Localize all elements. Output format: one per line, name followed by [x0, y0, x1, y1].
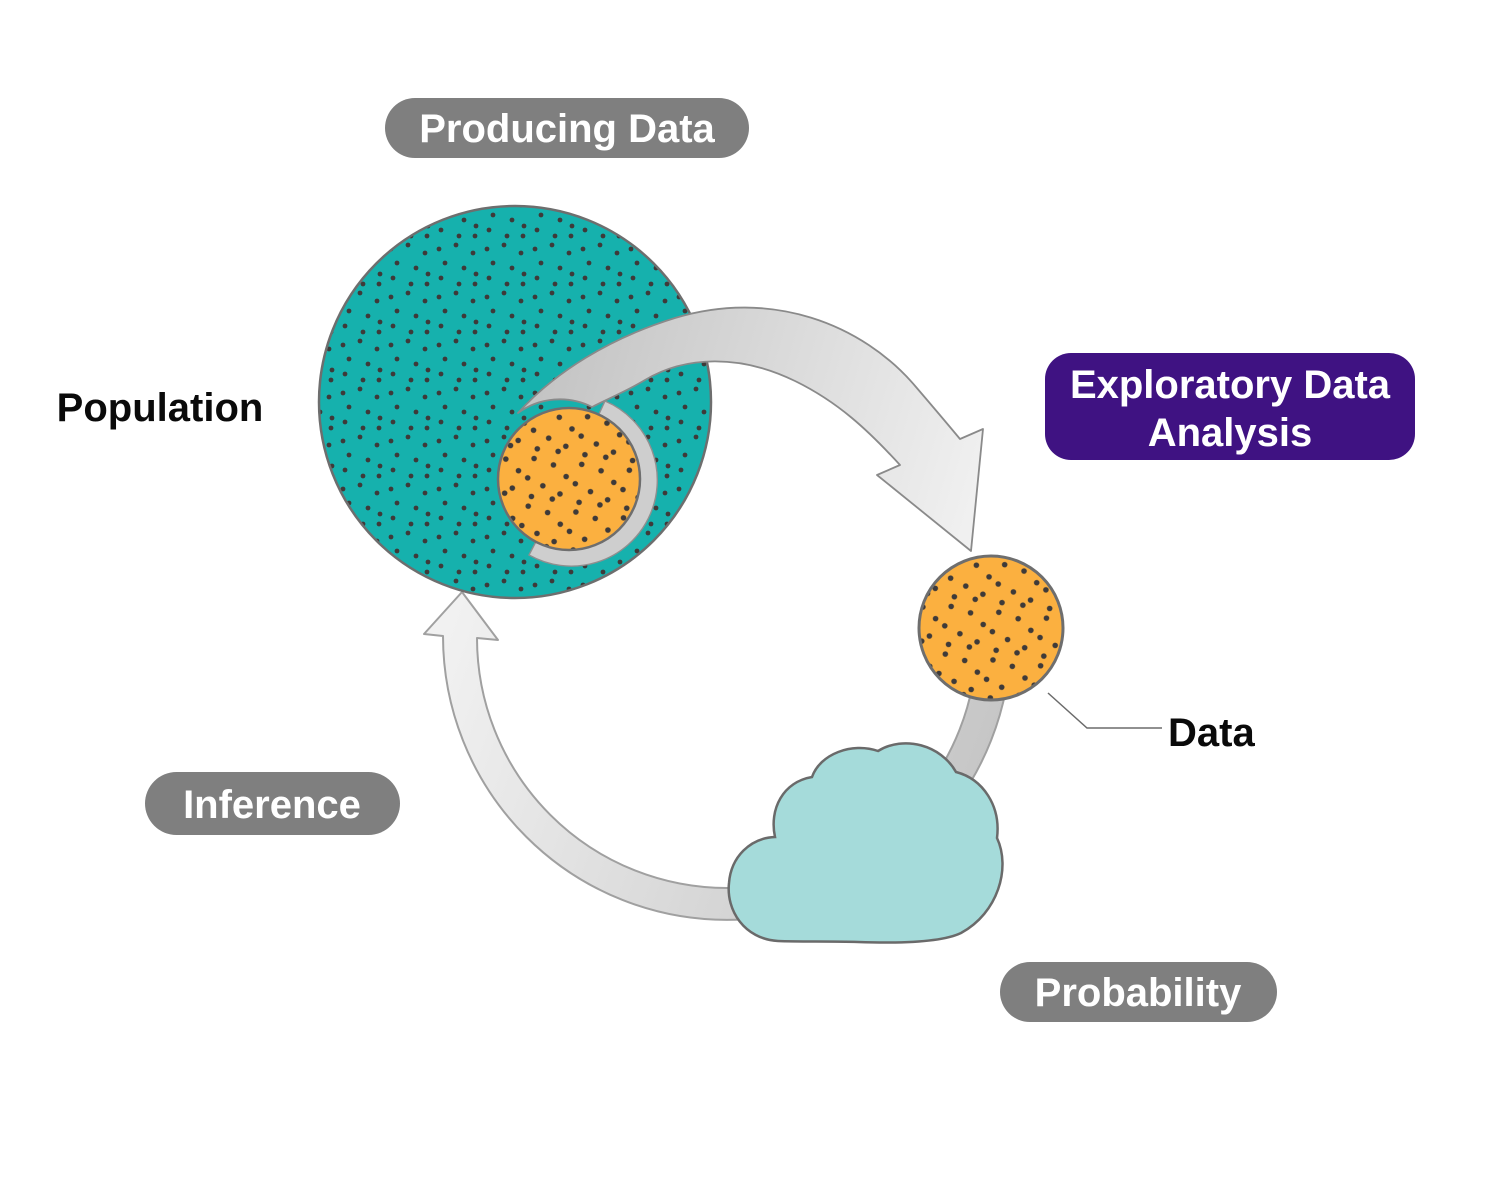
badge-probability: Probability — [1000, 962, 1277, 1022]
data-connector-line — [1047, 692, 1162, 729]
label-population: Population — [57, 386, 264, 430]
badge-producing-data-label: Producing Data — [419, 107, 715, 151]
sample-circle — [496, 406, 642, 552]
badge-producing-data-pill — [385, 98, 749, 158]
badge-inference-pill — [145, 772, 400, 835]
label-data: Data — [1168, 711, 1255, 755]
badge-eda-label-line2: Analysis — [1148, 411, 1313, 455]
data-circle — [917, 554, 1065, 702]
population-circle — [317, 204, 713, 600]
badge-exploratory-data-analysis: Exploratory Data Analysis — [1045, 353, 1415, 460]
producing-data-arrow — [517, 306, 984, 552]
badge-producing-data: Producing Data — [385, 98, 749, 158]
probability-cloud — [727, 742, 1004, 944]
badge-eda-pill — [1045, 353, 1415, 460]
badge-probability-pill — [1000, 962, 1277, 1022]
badge-inference: Inference — [145, 772, 400, 835]
badge-probability-label: Probability — [1035, 971, 1242, 1015]
badge-eda-label-line1: Exploratory Data — [1070, 363, 1391, 407]
badge-inference-label: Inference — [183, 783, 361, 827]
